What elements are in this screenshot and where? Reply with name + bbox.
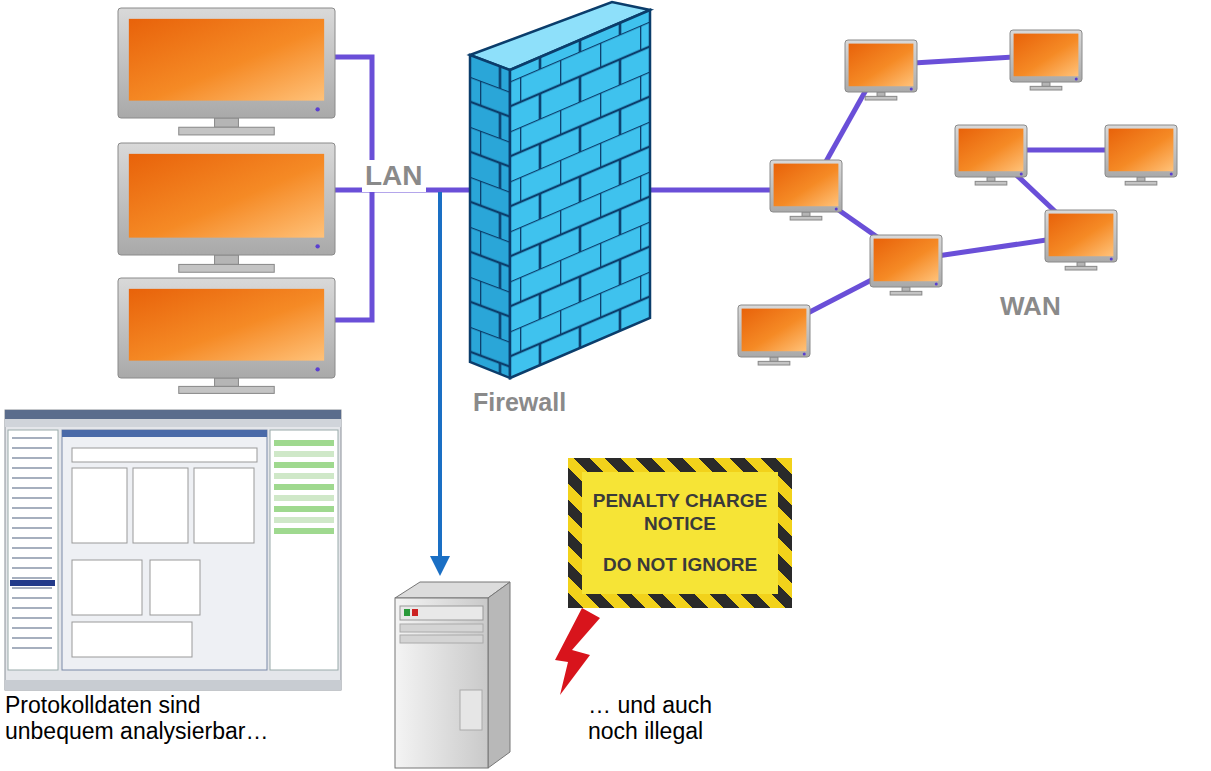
sign-panel: PENALTY CHARGE NOTICE DO NOT IGNORE: [582, 472, 778, 594]
monitor-icon: [1010, 30, 1082, 90]
lightning-bolt: [555, 608, 600, 695]
screenshot-window: [5, 410, 341, 690]
monitor-icon: [118, 8, 335, 135]
caption-text: Protokolldaten sind unbequem analysierba…: [5, 692, 290, 745]
firewall-label: Firewall: [473, 388, 566, 417]
firewall-wall: Firewall: [465, 0, 655, 425]
sign-text: DO NOT IGNORE: [592, 554, 768, 577]
monitor-icon: [845, 40, 917, 100]
monitor-icon: [770, 160, 842, 220]
monitor-icons: [118, 8, 1177, 393]
monitor-icon: [738, 305, 810, 365]
monitor-icon: [955, 125, 1027, 185]
network-label: WAN: [1000, 292, 1061, 322]
monitor-icon: [118, 143, 335, 272]
caption-text: … und auch noch illegal: [588, 692, 738, 745]
firewall-drawing: [465, 0, 655, 425]
monitor-icon: [1045, 210, 1117, 270]
penalty-sign: PENALTY CHARGE NOTICE DO NOT IGNORE: [568, 458, 792, 608]
server-tower: [395, 582, 510, 768]
network-label: LAN: [362, 160, 426, 192]
monitor-icon: [870, 235, 942, 295]
network-wire: [335, 55, 1140, 330]
log-arrow: [438, 192, 442, 572]
monitor-icon: [118, 278, 335, 393]
monitor-icon: [1105, 125, 1177, 185]
sign-text: PENALTY CHARGE NOTICE: [592, 490, 768, 536]
